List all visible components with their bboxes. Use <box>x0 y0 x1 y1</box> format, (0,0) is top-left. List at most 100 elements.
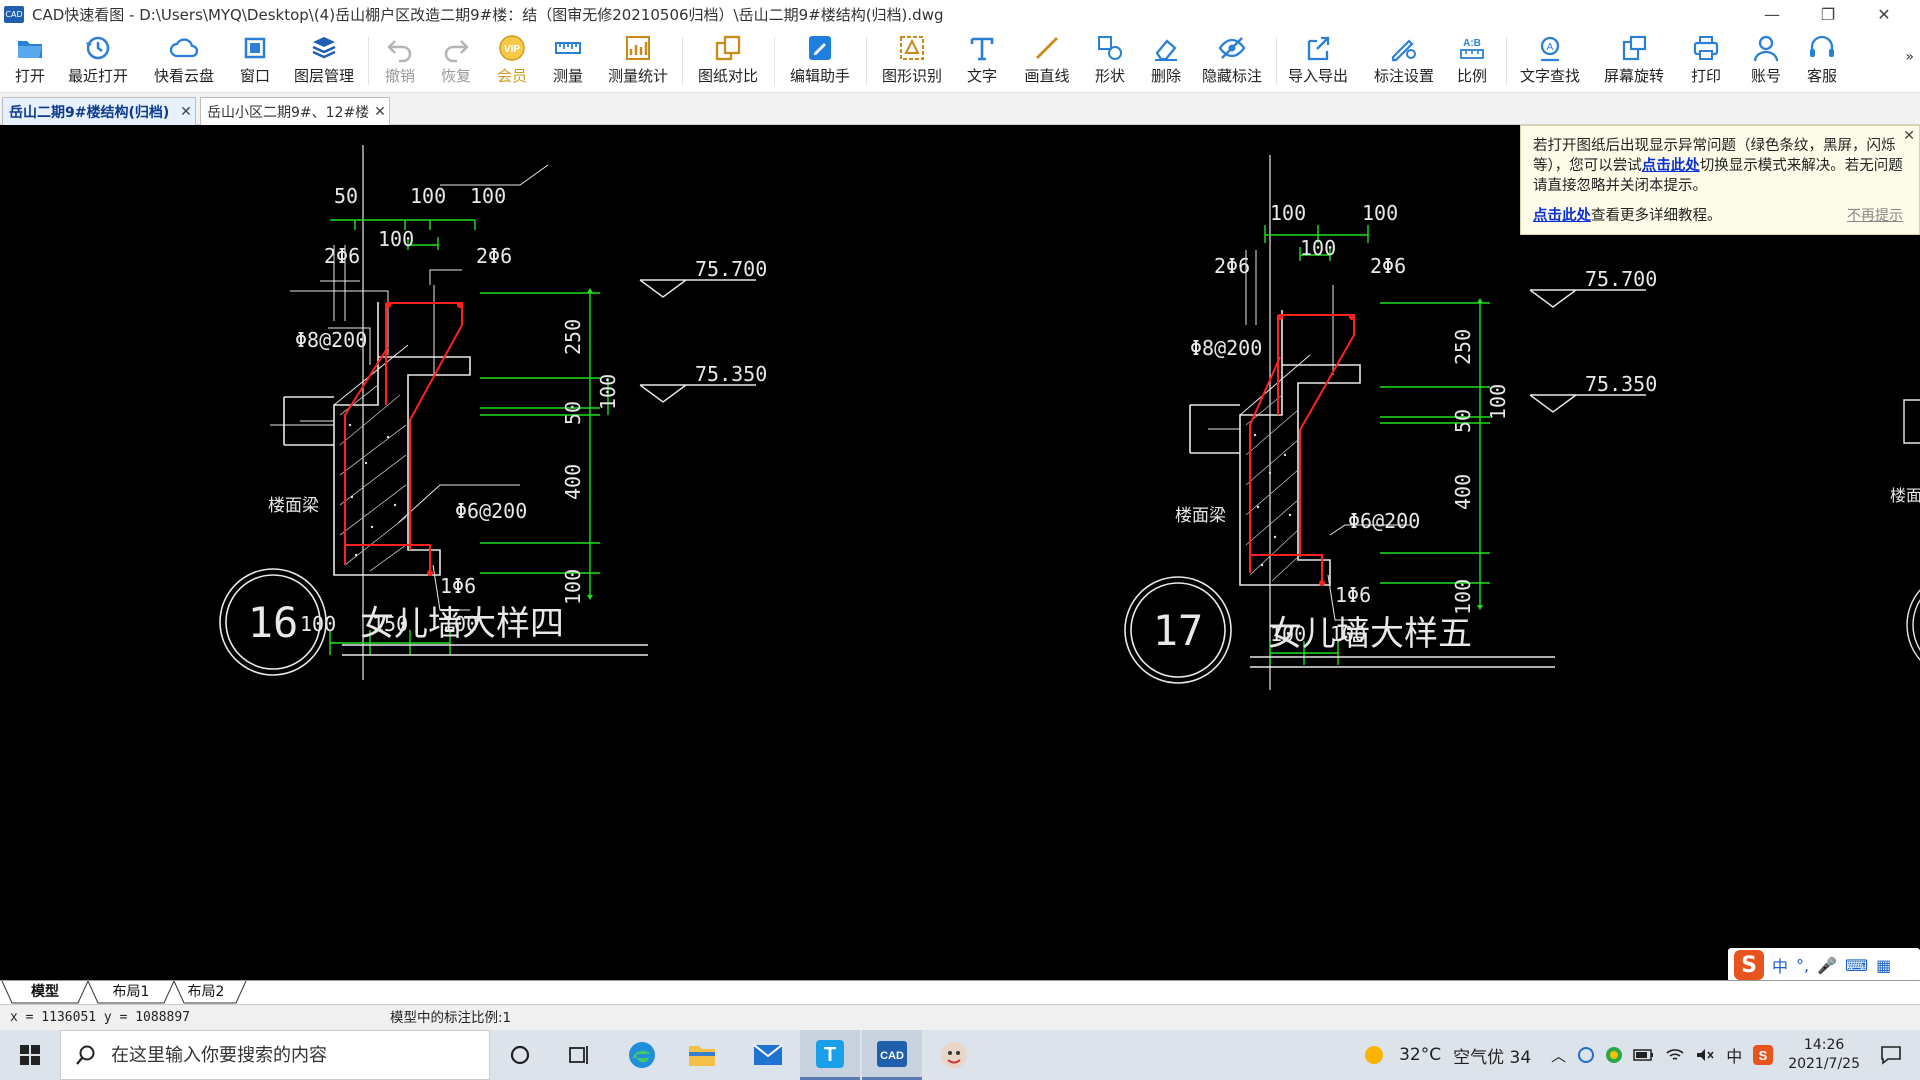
layers-button[interactable]: 图层管理 <box>292 33 356 89</box>
delete-label: 删除 <box>1150 67 1181 85</box>
rotate-button[interactable]: 屏幕旋转 <box>1602 33 1666 89</box>
search-input[interactable] <box>111 1044 471 1066</box>
print-button[interactable]: 打印 <box>1686 33 1726 89</box>
dim-inner: 100 <box>378 227 414 251</box>
undo-button[interactable]: 撤销 <box>380 33 420 89</box>
rebar-top-right: 2Φ6 <box>476 244 512 268</box>
task-view-button[interactable] <box>550 1030 610 1080</box>
line-button[interactable]: 画直线 <box>1022 33 1072 89</box>
sogou-tray-icon[interactable]: S <box>1753 1045 1774 1065</box>
open-button[interactable]: 打开 <box>10 33 50 89</box>
mail-icon <box>753 1044 783 1065</box>
stats-icon <box>626 36 650 60</box>
cortana-icon <box>510 1045 530 1065</box>
scale-label: 比例 <box>1456 67 1487 85</box>
printer-icon <box>1693 36 1719 60</box>
support-button[interactable]: 客服 <box>1802 33 1842 89</box>
sync-icon[interactable] <box>1577 1046 1595 1064</box>
measure-button[interactable]: 测量 <box>548 33 588 89</box>
shape-recog-button[interactable]: 图形识别 <box>880 33 944 89</box>
shape-button[interactable]: 形状 <box>1090 33 1130 89</box>
start-button[interactable] <box>0 1030 60 1080</box>
ime-punct-toggle[interactable]: °, <box>1796 955 1810 975</box>
scale-button[interactable]: A:B 比例 <box>1452 33 1492 89</box>
close-button[interactable]: ✕ <box>1877 5 1891 24</box>
tutorial-link[interactable]: 点击此处 <box>1533 208 1591 224</box>
export-icon <box>1307 36 1330 61</box>
text-button[interactable]: 文字 <box>962 33 1002 89</box>
air-quality[interactable]: 空气优 34 <box>1453 1047 1532 1068</box>
tab-document-1[interactable]: 岳山二期9#楼结构(归档) ✕ <box>2 97 196 125</box>
ime-mode-toggle[interactable]: 中 <box>1772 957 1789 976</box>
file-explorer-button[interactable] <box>672 1030 732 1080</box>
tab-model[interactable]: 模型 <box>31 984 59 1000</box>
svg-text:A:B: A:B <box>1463 38 1481 49</box>
rotate-icon <box>1622 35 1647 61</box>
edit-assist-button[interactable]: 编辑助手 <box>788 33 852 89</box>
toolbar-more-button[interactable]: » <box>1905 49 1914 65</box>
tab-close-icon[interactable]: ✕ <box>180 103 192 120</box>
support-label: 客服 <box>1806 67 1837 85</box>
wifi-icon[interactable] <box>1665 1047 1685 1063</box>
ime-toolbar: S 中 °, 🎤 ⌨ ▦ <box>1728 948 1920 982</box>
annotation-settings-label: 标注设置 <box>1373 67 1434 85</box>
edge-button[interactable] <box>612 1030 672 1080</box>
restore-button[interactable]: ❐ <box>1820 5 1836 24</box>
measure-label: 测量 <box>552 67 583 85</box>
switch-display-mode-link[interactable]: 点击此处 <box>1641 158 1700 174</box>
rebar-top-right: 2Φ6 <box>1370 254 1406 278</box>
dim-bottom-1: 100 <box>300 612 336 636</box>
drawing-canvas[interactable]: 50 100 100 100 2Φ6 2Φ6 Φ8@200 75.700 75.… <box>0 125 1920 980</box>
photo-app-button[interactable] <box>924 1030 984 1080</box>
taskbar-clock[interactable]: 14:26 2021/7/25 <box>1788 1036 1860 1074</box>
microphone-icon[interactable]: 🎤 <box>1817 955 1838 975</box>
detail-16: 50 100 100 100 2Φ6 2Φ6 Φ8@200 75.700 75.… <box>219 145 767 680</box>
chevron-up-icon[interactable]: ︿ <box>1551 1046 1567 1065</box>
tab-document-2[interactable]: 岳山小区二期9#、12#楼 ✕ <box>200 97 390 125</box>
notifications-icon[interactable] <box>1880 1045 1902 1065</box>
detail-title: 女儿墙大样四 <box>360 604 564 644</box>
battery-icon[interactable] <box>1633 1048 1655 1062</box>
lower-bar-label: Φ6@200 <box>455 499 527 523</box>
dont-show-again-link[interactable]: 不再提示 <box>1847 208 1903 224</box>
recent-button[interactable]: 最近打开 <box>66 33 130 89</box>
annotation-settings-button[interactable]: 标注设置 <box>1372 33 1436 89</box>
text-search-button[interactable]: A 文字查找 <box>1518 33 1582 89</box>
dim-bottom-3: 100 <box>442 612 478 636</box>
tab-layout-2[interactable]: 布局2 <box>187 984 225 1000</box>
tab-close-icon[interactable]: ✕ <box>374 103 386 120</box>
t-app-icon: T <box>816 1039 844 1068</box>
vip-button[interactable]: VIP 会员 <box>492 33 532 89</box>
minimize-button[interactable]: — <box>1764 5 1780 24</box>
sogou-ime-icon[interactable]: S <box>1734 950 1764 980</box>
weather-temp[interactable]: 32°C <box>1399 1045 1442 1065</box>
delete-button[interactable]: 删除 <box>1146 33 1186 89</box>
cad-viewer-button[interactable]: CAD <box>862 1030 922 1080</box>
measure-stats-button[interactable]: 测量统计 <box>606 33 670 89</box>
cloud-button[interactable]: 快看云盘 <box>150 33 218 89</box>
import-export-button[interactable]: 导入导出 <box>1286 33 1350 89</box>
volume-muted-icon[interactable] <box>1695 1047 1715 1063</box>
window-button[interactable]: 窗口 <box>235 33 275 89</box>
tab-layout-1[interactable]: 布局1 <box>112 984 150 1000</box>
ime-menu-icon[interactable]: ▦ <box>1876 955 1892 975</box>
hide-annotation-button[interactable]: 隐藏标注 <box>1200 33 1264 89</box>
dim-bottom-2: 150 <box>372 612 408 636</box>
mail-button[interactable] <box>738 1030 798 1080</box>
redo-button[interactable]: 恢复 <box>436 33 476 89</box>
notice-close-icon[interactable]: ✕ <box>1903 128 1915 144</box>
keyboard-icon[interactable]: ⌨ <box>1845 955 1869 975</box>
document-tab-bar: 岳山二期9#楼结构(归档) ✕ 岳山小区二期9#、12#楼 ✕ <box>0 93 1920 125</box>
taskbar-search[interactable] <box>60 1030 490 1080</box>
account-button[interactable]: 账号 <box>1746 33 1786 89</box>
ruler-icon <box>555 42 581 54</box>
security-icon[interactable] <box>1605 1046 1623 1064</box>
cortana-button[interactable] <box>490 1030 550 1080</box>
lower-bar-label: Φ6@200 <box>1348 509 1420 533</box>
input-language[interactable]: 中 <box>1726 1047 1743 1066</box>
folder-icon <box>18 41 42 58</box>
compare-button[interactable]: 图纸对比 <box>696 33 760 89</box>
settings-icon <box>1391 39 1416 62</box>
elevation-top: 75.700 <box>695 257 767 281</box>
t-app-button[interactable]: T <box>800 1030 860 1080</box>
